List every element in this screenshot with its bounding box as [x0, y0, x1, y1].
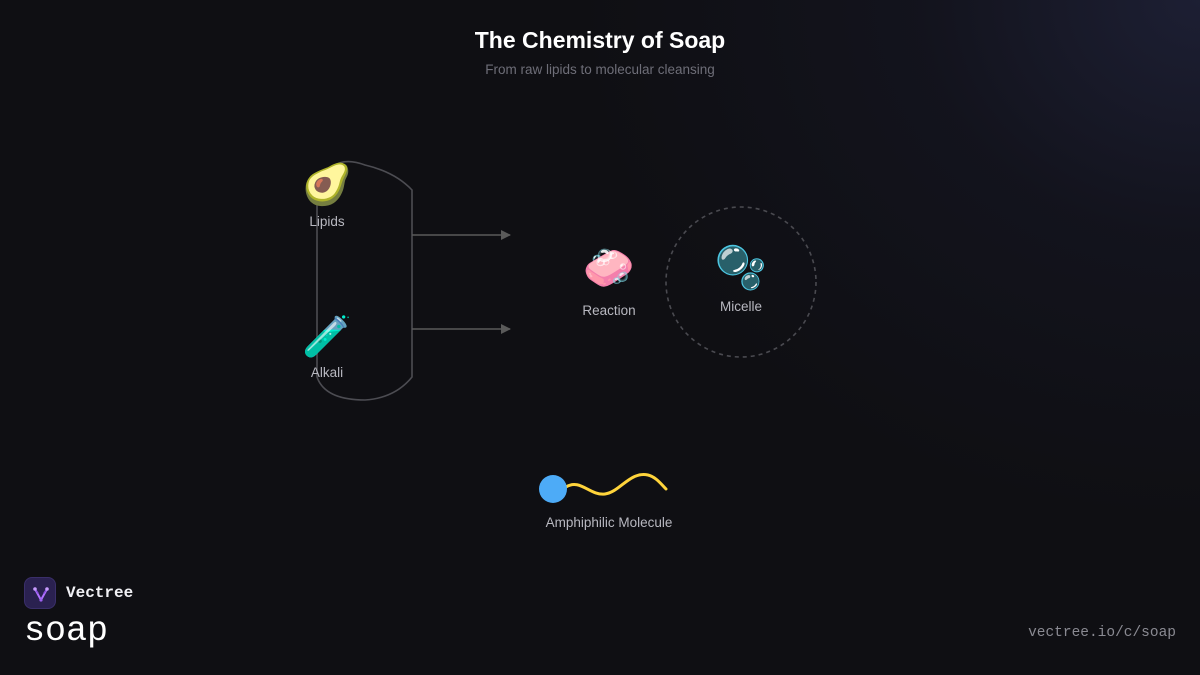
micelle-boundary: [665, 206, 817, 358]
micelle-node: 🫧 Micelle: [665, 206, 817, 358]
lipids-node: 🥑 Lipids: [302, 159, 352, 229]
reaction-node: 🧼 Reaction: [582, 244, 635, 318]
amphiphilic-molecule-label: Amphiphilic Molecule: [546, 515, 673, 530]
brand-name: Vectree: [66, 584, 134, 602]
vectree-logo-icon: [33, 587, 49, 602]
alkali-label: Alkali: [311, 365, 343, 380]
lipids-label: Lipids: [309, 214, 345, 229]
alkali-node: 🧪 Alkali: [302, 315, 352, 380]
source-url[interactable]: vectree.io/c/soap: [1028, 625, 1176, 641]
reaction-label: Reaction: [582, 303, 635, 318]
amphiphilic-molecule: Amphiphilic Molecule: [539, 473, 673, 530]
avocado-icon: 🥑: [302, 159, 352, 207]
page-title: The Chemistry of Soap: [474, 27, 726, 53]
vectree-logo: [24, 577, 56, 609]
reaction-vessel-outline: [316, 160, 413, 401]
hydrophobic-tail: [564, 473, 668, 496]
topic-title: soap: [24, 611, 109, 651]
page-subtitle: From raw lipids to molecular cleansing: [485, 62, 715, 77]
micelle-label: Micelle: [720, 299, 762, 314]
soap-icon: 🧼: [583, 244, 635, 291]
test-tube-icon: 🧪: [302, 315, 352, 359]
bubbles-icon: 🫧: [715, 243, 767, 292]
hydrophilic-head: [539, 475, 567, 503]
